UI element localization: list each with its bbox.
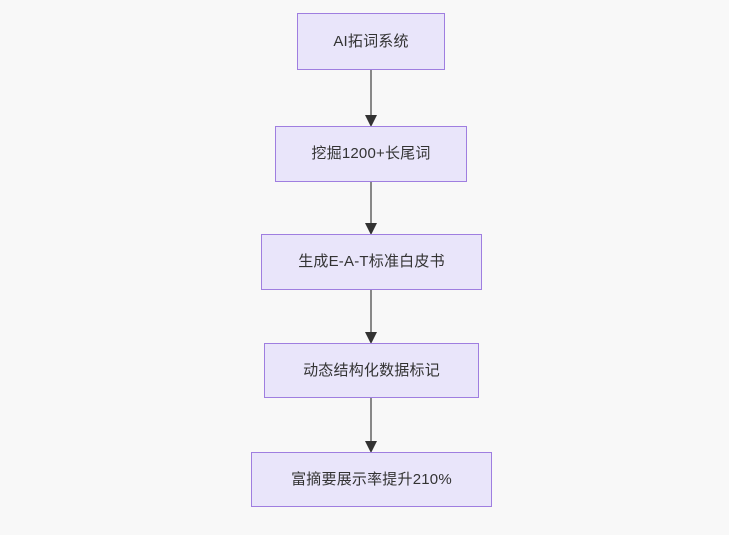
edge-n3-n4 — [365, 288, 377, 344]
node-label: 富摘要展示率提升210% — [291, 470, 452, 488]
edge-n2-n3 — [365, 180, 377, 235]
arrowhead-icon — [365, 441, 377, 453]
flowchart-node-mine-longtail-keywords[interactable]: 挖掘1200+长尾词 — [275, 126, 467, 182]
flowchart-node-rich-snippet-result[interactable]: 富摘要展示率提升210% — [251, 452, 492, 507]
flowchart-node-ai-keyword-system[interactable]: AI拓词系统 — [297, 13, 445, 70]
edge-n1-n2 — [365, 68, 377, 127]
node-label: AI拓词系统 — [333, 32, 409, 50]
flowchart-node-generate-eat-whitepaper[interactable]: 生成E-A-T标准白皮书 — [261, 234, 482, 290]
edge-n4-n5 — [365, 396, 377, 453]
node-label: 生成E-A-T标准白皮书 — [298, 253, 445, 270]
arrowhead-icon — [365, 115, 377, 127]
node-label: 挖掘1200+长尾词 — [311, 145, 431, 162]
flowchart-node-dynamic-structured-data[interactable]: 动态结构化数据标记 — [264, 343, 479, 398]
node-label: 动态结构化数据标记 — [303, 361, 440, 379]
arrowhead-icon — [365, 223, 377, 235]
arrowhead-icon — [365, 332, 377, 344]
